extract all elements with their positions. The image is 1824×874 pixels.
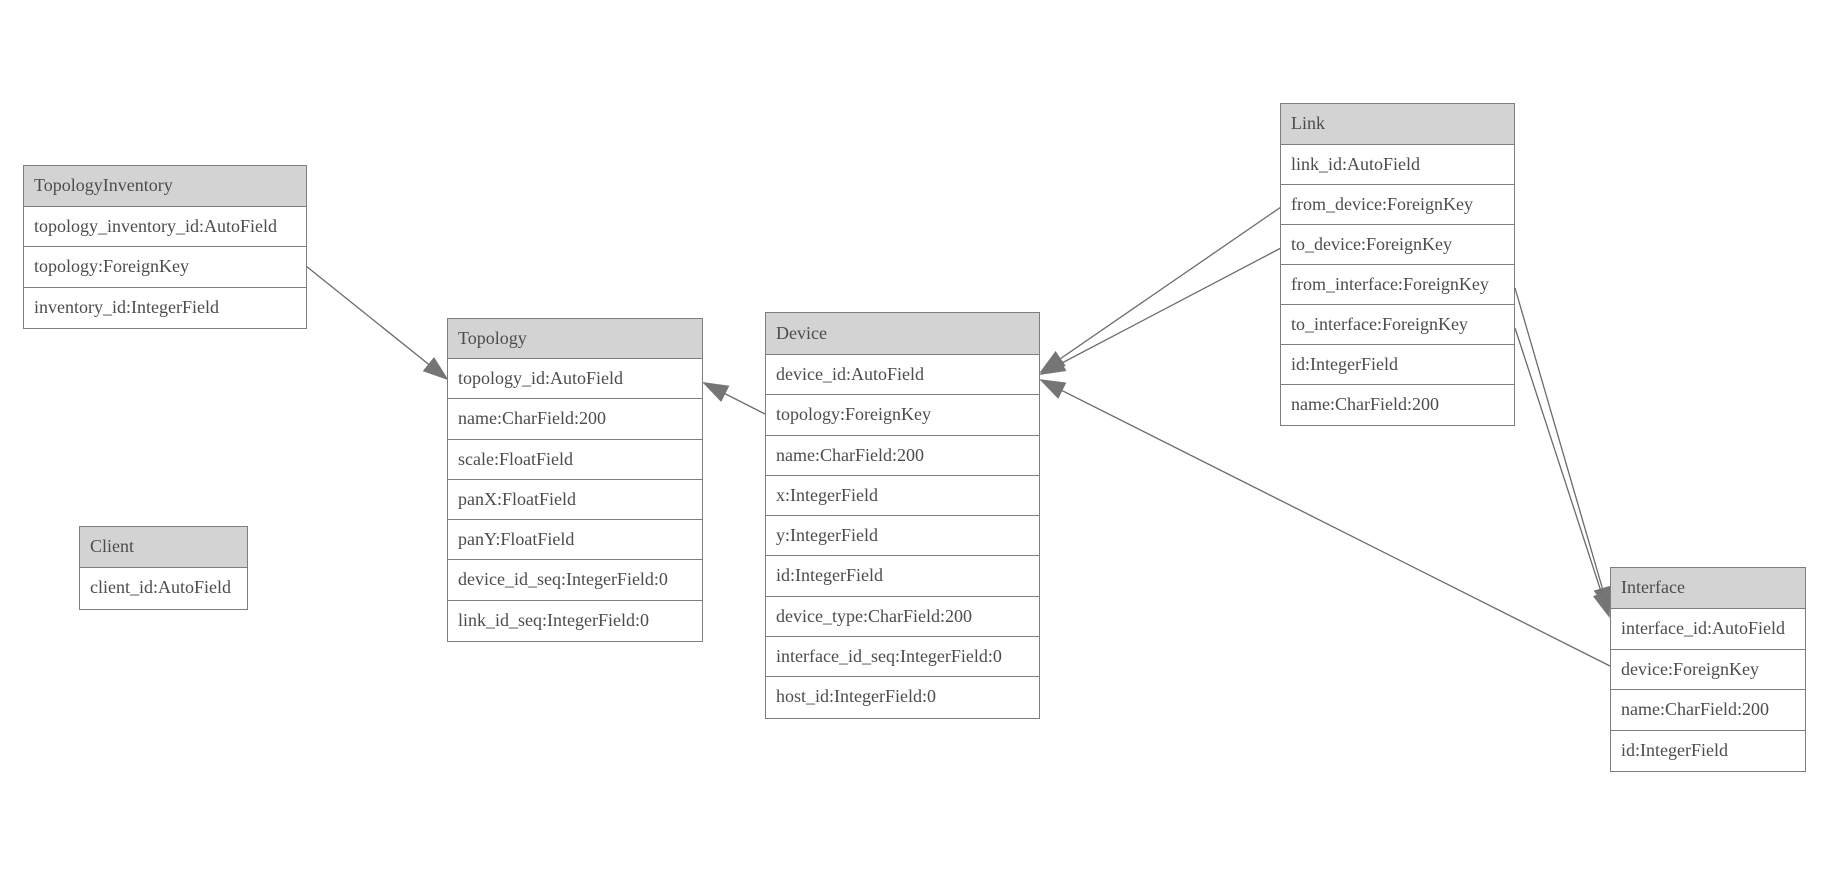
entity-field-row: to_device:ForeignKey <box>1281 225 1514 265</box>
entity-field-row: device_id_seq:IntegerField:0 <box>448 560 702 601</box>
relationship-link-to-interface <box>1514 327 1611 618</box>
entity-field-row: name:CharField:200 <box>448 399 702 440</box>
relationship-topologyinventory-topology <box>305 265 449 381</box>
entity-field-row: y:IntegerField <box>766 516 1039 557</box>
entity-field-row: device:ForeignKey <box>1611 649 1805 690</box>
entity-field-row: topology_inventory_id:AutoField <box>24 207 306 248</box>
entity-field-row: x:IntegerField <box>766 475 1039 517</box>
entity-field-row: device_id:AutoField <box>766 355 1039 396</box>
entity-field-row: scale:FloatField <box>448 439 702 480</box>
entity-field-row: topology:ForeignKey <box>24 247 306 288</box>
entity-field-row: interface_id:AutoField <box>1611 609 1805 650</box>
entity-field-row: device_type:CharField:200 <box>766 596 1039 638</box>
entity-field-row: link_id_seq:IntegerField:0 <box>448 600 702 642</box>
entity-title-client: Client <box>80 527 247 568</box>
entity-field-row: host_id:IntegerField:0 <box>766 677 1039 718</box>
entity-field-row: from_device:ForeignKey <box>1281 185 1514 225</box>
entity-field-row: id:IntegerField <box>1611 730 1805 771</box>
entity-field-row: interface_id_seq:IntegerField:0 <box>766 637 1039 678</box>
entity-title-topology: Topology <box>448 319 702 359</box>
entity-field-row: topology_id:AutoField <box>448 359 702 400</box>
entity-field-row: name:CharField:200 <box>1281 385 1514 425</box>
entity-field-row: inventory_id:IntegerField <box>24 287 306 328</box>
entity-field-row: topology:ForeignKey <box>766 395 1039 436</box>
entity-field-row: to_interface:ForeignKey <box>1281 305 1514 345</box>
entity-field-row: panY:FloatField <box>448 520 702 561</box>
entity-field-row: name:CharField:200 <box>766 435 1039 476</box>
entity-field-row: client_id:AutoField <box>80 568 247 609</box>
entity-field-row: name:CharField:200 <box>1611 690 1805 731</box>
entity-field-row: id:IntegerField <box>766 556 1039 597</box>
entity-title-topologyinventory: TopologyInventory <box>24 166 306 207</box>
entity-field-row: id:IntegerField <box>1281 345 1514 385</box>
entity-field-row: link_id:AutoField <box>1281 145 1514 185</box>
entity-field-row: panX:FloatField <box>448 479 702 521</box>
entity-title-link: Link <box>1281 104 1514 145</box>
relationship-link-from-device <box>1039 206 1282 374</box>
entity-title-interface: Interface <box>1611 568 1805 609</box>
relationship-link-from-interface <box>1514 287 1612 613</box>
entity-title-device: Device <box>766 313 1039 355</box>
entity-field-row: from_interface:ForeignKey <box>1281 265 1514 305</box>
relationship-device-topology <box>702 382 766 415</box>
relationship-link-to-device <box>1039 247 1282 375</box>
